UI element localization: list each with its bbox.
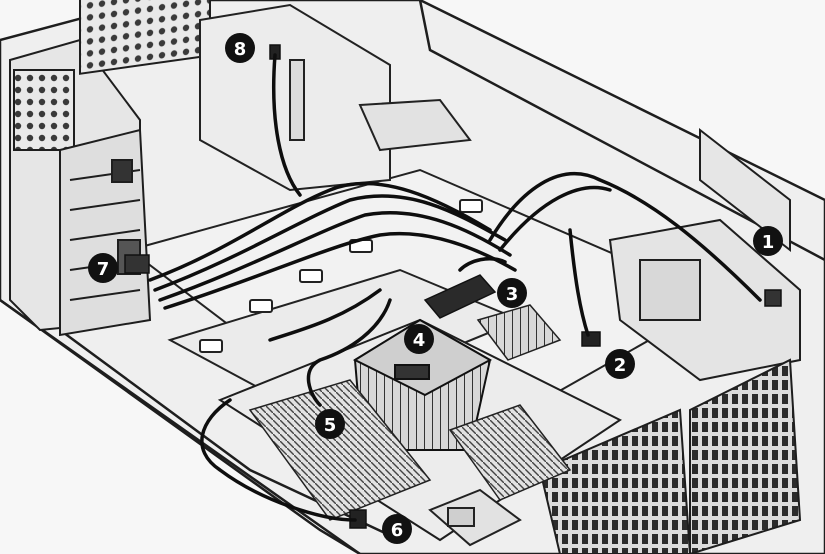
callout-label-8: 8 [234,39,247,60]
sata-connector-3 [423,274,497,319]
power-supply-bay [538,127,802,554]
cable-3 [458,257,507,272]
cable-mid [268,288,382,342]
callout-label-7: 7 [97,259,110,280]
cable-6 [200,398,357,522]
drive-cage [9,0,211,337]
callout-7: 7 [88,253,118,283]
callout-label-1: 1 [762,232,775,253]
cables [148,53,762,522]
callout-5: 5 [315,409,345,439]
connector-1 [764,289,782,307]
callout-label-5: 5 [324,415,337,436]
connector-7 [124,254,150,274]
cable-bundle-upper-4 [163,231,517,310]
callout-4: 4 [404,324,434,354]
cable-2 [568,228,590,337]
cable-1 [488,172,762,302]
callout-label-3: 3 [506,284,519,305]
callout-1: 1 [753,226,783,256]
callout-label-4: 4 [413,330,426,351]
callout-6: 6 [382,514,412,544]
callout-2: 2 [605,349,635,379]
cable-8 [271,53,302,197]
dimm-slots-right [448,404,572,501]
callout-3: 3 [497,278,527,308]
cable-bundle-upper-3 [158,210,512,302]
cable-bundle-upper-1 [148,181,492,282]
callout-label-6: 6 [391,520,404,541]
callout-label-2: 2 [614,355,627,376]
callout-8: 8 [225,33,255,63]
connector-2 [581,331,601,347]
cable-5 [306,298,392,407]
cable-bundle-upper-2 [153,194,507,292]
connectors [124,44,782,529]
processor-socket [428,488,522,547]
chipset-heatsink [476,304,562,361]
cable-1b [498,185,612,252]
dimm-slots-left [248,379,432,521]
